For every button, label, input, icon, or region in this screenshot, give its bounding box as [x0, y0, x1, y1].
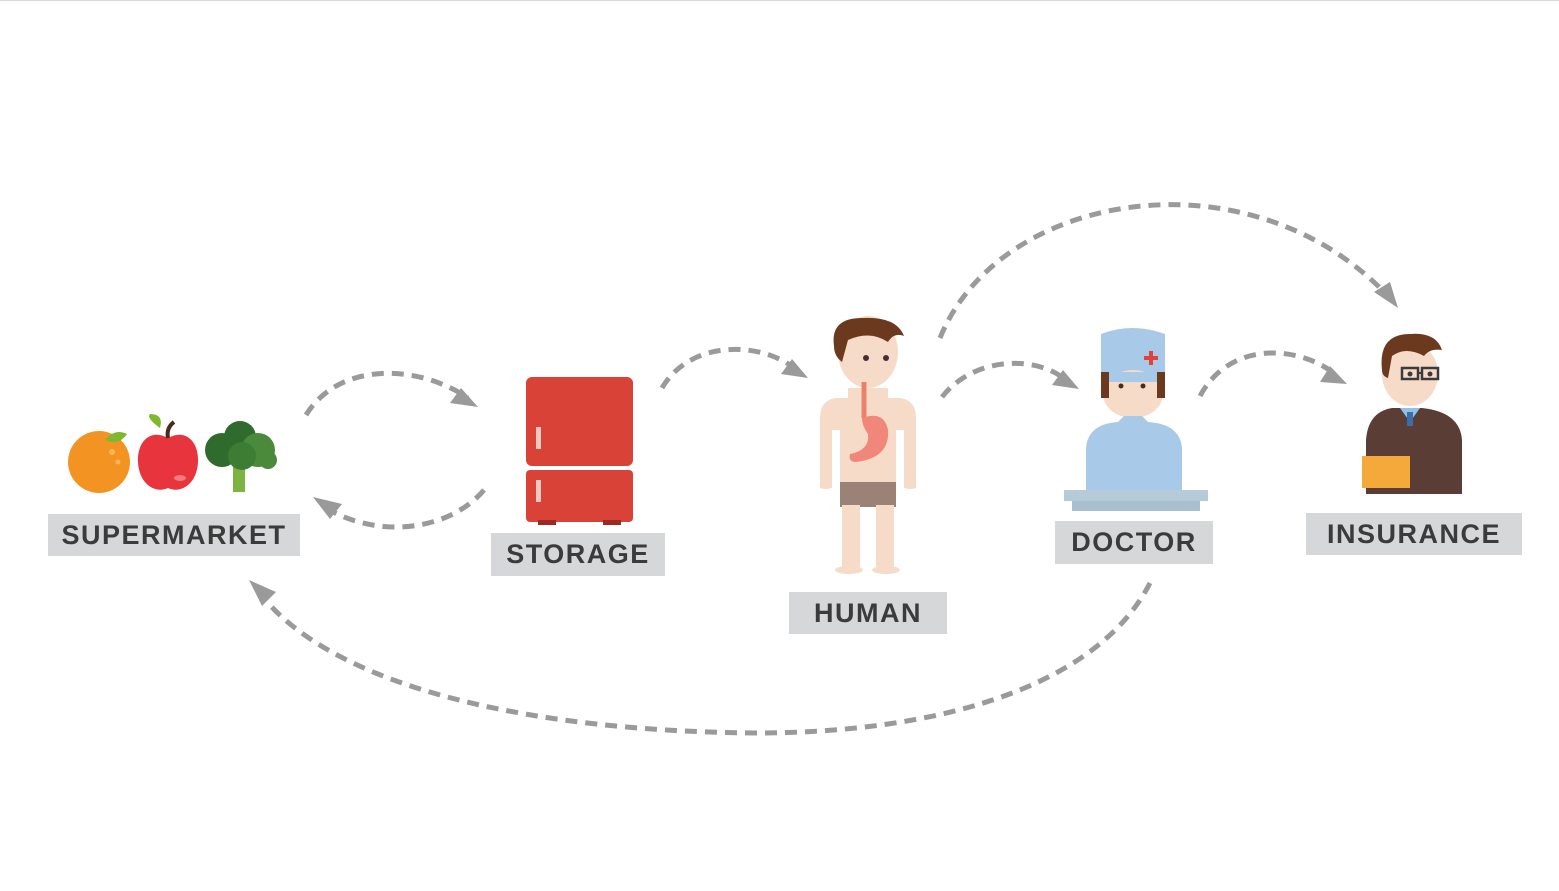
edge-human-to-doctor [940, 360, 1070, 399]
edge-doctor-to-insurance [1197, 350, 1338, 398]
arrowhead-insurance-from-human [1374, 282, 1398, 308]
arrowhead-insurance-from-doctor [1320, 366, 1347, 384]
label-human: HUMAN [789, 592, 947, 634]
label-insurance: INSURANCE [1306, 513, 1522, 555]
insurance-agent-icon [1362, 333, 1462, 494]
edge-storage-to-supermarket [324, 488, 486, 530]
broccoli-icon [205, 421, 277, 492]
top-border [0, 0, 1559, 1]
arrowhead-supermarket-from-doctor [249, 580, 276, 606]
edge-supermarket-to-storage [303, 370, 470, 417]
edge-human-to-insurance [937, 202, 1390, 339]
edge-doctor-to-supermarket [260, 581, 1153, 736]
arrowhead-doctor [1052, 370, 1079, 389]
fridge-icon [526, 377, 633, 525]
doctor-icon [1064, 328, 1208, 511]
label-storage: STORAGE [491, 533, 665, 576]
edge-storage-to-human [659, 346, 799, 390]
apple-icon [137, 414, 199, 490]
arrowhead-storage [450, 388, 478, 407]
arrowhead-human [781, 359, 808, 378]
arrowhead-supermarket-from-storage [313, 497, 342, 519]
label-doctor: DOCTOR [1055, 521, 1213, 564]
label-supermarket: SUPERMARKET [48, 514, 300, 556]
orange-icon [68, 431, 130, 493]
human-body-icon [820, 316, 916, 574]
